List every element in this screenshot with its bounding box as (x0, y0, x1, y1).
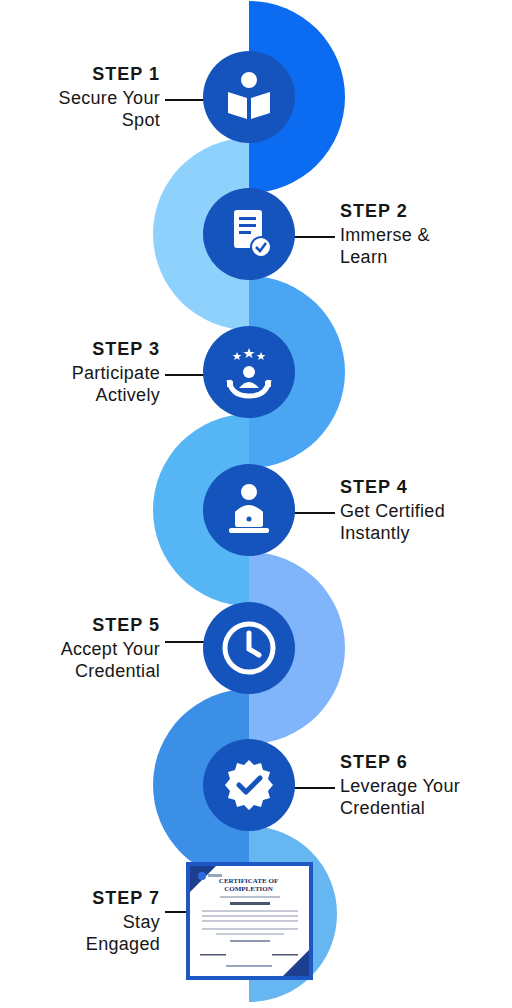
step-title: Participate Actively (30, 362, 160, 406)
step-node: STEP 3Participate Actively (203, 326, 295, 418)
step-icon (235, 511, 263, 527)
step-icon (249, 633, 259, 655)
step-icon (225, 624, 273, 672)
step-node: STEP 4Get Certified Instantly (203, 464, 295, 556)
step-icon (229, 528, 269, 533)
step-number: STEP 1 (30, 63, 160, 85)
step-icon (202, 928, 298, 930)
step-title: Stay Engaged (75, 911, 160, 955)
step-icon (227, 381, 233, 387)
step-icon (247, 517, 252, 522)
step-circle (203, 51, 295, 143)
leader-line (165, 641, 205, 643)
step-node: STEP 2Immerse & Learn (203, 188, 295, 280)
step-icon (190, 866, 216, 892)
step-title: Secure Your Spot (30, 87, 160, 131)
step-icon (202, 915, 298, 917)
step-title: Immerse & Learn (340, 224, 445, 268)
step-icon (272, 954, 298, 956)
step-icon (283, 950, 309, 976)
step-icon (244, 348, 255, 358)
step-icon (229, 380, 269, 396)
step-number: STEP 5 (30, 614, 160, 636)
leader-line (165, 99, 205, 101)
step-icon (251, 237, 271, 257)
step-icon (239, 231, 251, 234)
step-icon (239, 382, 259, 388)
step-icon (243, 366, 255, 378)
step-number: STEP 2 (340, 200, 445, 222)
step-label: STEP 5Accept Your Credential (30, 614, 160, 682)
certificate-heading: CERTIFICATE OF COMPLETION (196, 877, 301, 893)
band-segment (249, 1, 345, 193)
step-icon (233, 352, 242, 360)
step-label: STEP 7Stay Engaged (75, 887, 160, 955)
step-icon (239, 778, 260, 792)
step-number: STEP 3 (30, 338, 160, 360)
step-icon (257, 352, 266, 360)
step-icon (203, 326, 295, 418)
step-label: STEP 2Immerse & Learn (340, 200, 445, 268)
step-icon (203, 51, 295, 143)
step-icon (203, 188, 295, 280)
step-icon (235, 505, 263, 512)
step-icon (239, 224, 256, 227)
step-circle (203, 739, 295, 831)
step-icon (228, 92, 247, 119)
step-title: Accept Your Credential (30, 638, 160, 682)
step-icon (200, 954, 226, 956)
step-icon (216, 933, 284, 935)
step-circle (203, 602, 295, 694)
step-icon (256, 243, 266, 251)
step-icon (226, 965, 272, 967)
step-number: STEP 6 (340, 751, 480, 773)
leader-line (165, 911, 186, 913)
step-label: STEP 4Get Certified Instantly (340, 476, 480, 544)
step-circle (203, 464, 295, 556)
step-icon (198, 872, 206, 880)
step-icon (202, 920, 298, 922)
step-number: STEP 7 (75, 887, 160, 909)
step-icon (220, 896, 280, 898)
step-title: Get Certified Instantly (340, 500, 480, 544)
leader-line (293, 512, 335, 514)
step-icon (241, 72, 257, 88)
step-node: STEP 6Leverage Your Credential (203, 739, 295, 831)
step-icon (203, 602, 295, 694)
step-icon (202, 910, 298, 912)
step-icon (225, 760, 273, 810)
step-icon (230, 902, 270, 905)
step-icon (251, 92, 270, 119)
step-circle (203, 326, 295, 418)
leader-line (293, 787, 335, 789)
step-icon (203, 739, 295, 831)
step-icon (239, 217, 256, 220)
step-icon (241, 484, 257, 500)
step-icon (208, 874, 222, 877)
step-node: STEP 5Accept Your Credential (203, 602, 295, 694)
leader-line (293, 236, 335, 238)
step-label: STEP 3Participate Actively (30, 338, 160, 406)
step-node: STEP 1Secure Your Spot (203, 51, 295, 143)
step-circle (203, 188, 295, 280)
step-title: Leverage Your Credential (340, 775, 480, 819)
step-number: STEP 4 (340, 476, 480, 498)
step-label: STEP 6Leverage Your Credential (340, 751, 480, 819)
step-icon (188, 864, 311, 978)
step-icon (230, 940, 270, 942)
step-icon (265, 381, 271, 387)
leader-line (165, 374, 205, 376)
step-label: STEP 1Secure Your Spot (30, 63, 160, 131)
step-icon (203, 464, 295, 556)
